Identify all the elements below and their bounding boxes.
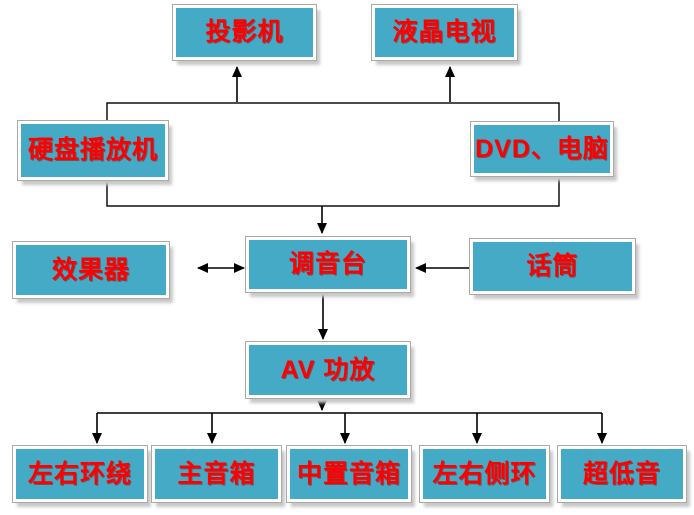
node-mixer: 调音台 xyxy=(245,236,411,293)
node-projector: 投影机 xyxy=(172,4,317,61)
node-lcd-tv-label: 液晶电视 xyxy=(392,18,497,46)
node-dvd-pc-label: DVD、电脑 xyxy=(475,134,609,163)
node-surround-lr: 左右环绕 xyxy=(12,445,148,503)
node-mic-label: 话筒 xyxy=(526,252,579,280)
node-surround-lr-label: 左右环绕 xyxy=(27,459,132,488)
node-effects-label: 效果器 xyxy=(51,255,130,284)
node-mic: 话筒 xyxy=(469,238,636,295)
node-projector-label: 投影机 xyxy=(205,18,284,46)
node-dvd-pc: DVD、电脑 xyxy=(470,121,614,177)
node-hdd-player-label: 硬盘播放机 xyxy=(27,136,158,164)
node-center-speaker-label: 中置音箱 xyxy=(296,459,401,488)
node-main-speaker-label: 主音箱 xyxy=(177,459,256,488)
node-subwoofer-label: 超低音 xyxy=(582,459,661,488)
node-main-speaker: 主音箱 xyxy=(151,445,282,503)
node-av-amp: AV 功放 xyxy=(245,341,411,399)
node-subwoofer: 超低音 xyxy=(557,445,687,503)
node-hdd-player: 硬盘播放机 xyxy=(17,120,169,181)
node-mixer-label: 调音台 xyxy=(288,250,367,278)
node-lcd-tv: 液晶电视 xyxy=(371,4,518,61)
node-center-speaker: 中置音箱 xyxy=(286,445,412,503)
node-side-surround: 左右侧环 xyxy=(419,445,550,503)
node-av-amp-label: AV 功放 xyxy=(280,355,376,384)
node-effects: 效果器 xyxy=(12,241,170,299)
node-side-surround-label: 左右侧环 xyxy=(432,459,537,488)
